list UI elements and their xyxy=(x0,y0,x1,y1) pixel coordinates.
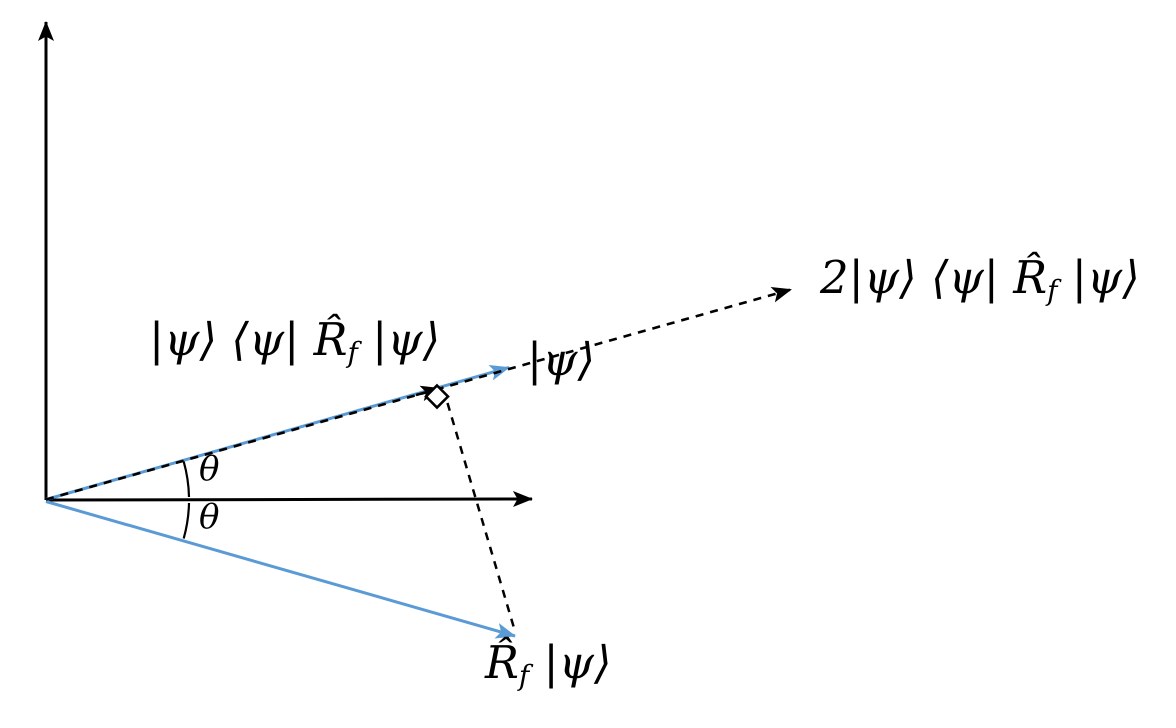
theta-label-upper: θ xyxy=(199,449,220,489)
double-projection-label-post: |ψ⟩ xyxy=(1057,251,1140,304)
projection-label-pre: |ψ⟩ ⟨ψ| R̂ xyxy=(149,313,348,366)
double-projection-label: 2|ψ⟩ ⟨ψ| R̂f |ψ⟩ xyxy=(820,251,1140,307)
theta-arc-lower xyxy=(182,502,191,539)
reflected-psi-label-post: |ψ⟩ xyxy=(529,636,612,689)
projection-label: |ψ⟩ ⟨ψ| R̂f |ψ⟩ xyxy=(149,313,441,369)
theta-arc-upper xyxy=(182,461,191,498)
reflected-psi-vector xyxy=(45,500,516,639)
projection-label-post: |ψ⟩ xyxy=(357,313,441,366)
psi-label: |ψ⟩ xyxy=(527,334,595,386)
perpendicular-dashed-line xyxy=(446,402,516,629)
double-projection-dashed-ray xyxy=(45,286,792,501)
right-angle-marker-icon xyxy=(424,383,450,410)
double-projection-label-sub: f xyxy=(1047,273,1058,307)
reflected-psi-label: R̂f |ψ⟩ xyxy=(485,636,612,692)
theta-label-lower: θ xyxy=(199,497,220,537)
reflected-psi-label-sub: f xyxy=(518,658,530,692)
double-projection-label-pre: 2|ψ⟩ ⟨ψ| R̂ xyxy=(820,251,1048,304)
projection-label-sub: f xyxy=(347,335,358,369)
x-axis xyxy=(45,491,533,508)
psi-label-text: |ψ⟩ xyxy=(527,333,596,386)
reflected-psi-label-pre: R̂ xyxy=(485,636,519,689)
